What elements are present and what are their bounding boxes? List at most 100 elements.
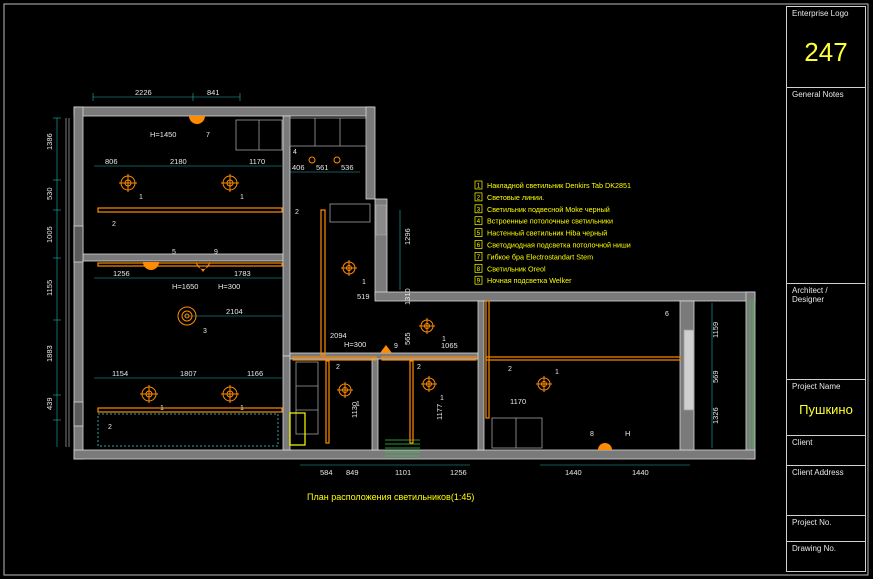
fixture-1 <box>119 174 137 192</box>
drawing-frame <box>3 3 869 576</box>
dim-bottom-3: 1101 <box>395 468 411 477</box>
marker: 8 <box>590 431 594 438</box>
legend-number-box <box>474 216 483 226</box>
client-address-cell: Client Address <box>787 465 865 515</box>
legend-number: 6 <box>477 243 481 249</box>
fixture-1 <box>536 376 552 392</box>
project-name-value: Пушкино <box>799 402 853 417</box>
fixture-1 <box>221 385 239 403</box>
entry-threshold <box>385 439 420 457</box>
window-left-2 <box>73 401 84 427</box>
dim-row1-3: 1170 <box>249 157 265 166</box>
legend-number-box <box>474 180 483 190</box>
dim-row1-1: 806 <box>105 157 118 166</box>
light-lines <box>97 207 681 444</box>
client-label: Client <box>792 438 813 447</box>
marker: 2 <box>336 364 340 371</box>
dim-right-1: 1159 <box>711 322 720 338</box>
balcony-door <box>683 329 695 411</box>
legend-text: Световые линии. <box>487 193 544 202</box>
legend-number: 2 <box>477 195 481 201</box>
marker: 4 <box>293 149 297 156</box>
dim-hall-1: 406 <box>292 163 305 172</box>
fixture-8 <box>598 443 612 450</box>
legend-text: Гибкое бра Electrostandart Stem <box>487 252 593 261</box>
dim-right-3: 1326 <box>711 407 720 424</box>
marker: 1 <box>442 336 446 343</box>
legend-number: 3 <box>477 207 481 213</box>
dim-left-5: 1883 <box>45 345 54 362</box>
marker: 5 <box>172 249 176 256</box>
drawing-caption: План расположения светильников(1:45) <box>307 492 474 502</box>
wall-far-right <box>745 291 756 460</box>
client-cell: Client <box>787 435 865 465</box>
marker: 9 <box>214 249 218 256</box>
marker-labels: 1 1 2 7 5 9 3 4 2 1 9 1 1 1 2 2 1 2 1 2 … <box>108 132 669 438</box>
marker: 1 <box>440 395 444 402</box>
wardrobe-2 <box>289 117 367 147</box>
marker: 7 <box>206 132 210 139</box>
title-block: Enterprise Logo 247 General Notes Archit… <box>786 6 866 572</box>
dim-left-3: 1005 <box>45 226 54 243</box>
legend-number-box <box>474 204 483 214</box>
wall-mid <box>289 352 479 360</box>
drawing-no-cell: Drawing No. <box>787 541 865 573</box>
furniture <box>235 117 695 449</box>
bath-cabinet <box>295 361 319 435</box>
dim-top-2: 841 <box>207 88 220 97</box>
legend-number: 7 <box>477 255 481 261</box>
architect-label: Architect / Designer <box>792 286 828 304</box>
dim-mid-1: 2104 <box>226 307 243 316</box>
dim-bottom-2: 849 <box>346 468 359 477</box>
fixture-3 <box>177 306 197 326</box>
dim-mid-6: 1310 <box>403 288 412 305</box>
marker: 1 <box>139 194 143 201</box>
dim-hall-3: 536 <box>341 163 354 172</box>
walls <box>73 106 756 460</box>
height-1: H=1450 <box>150 130 176 139</box>
cabinet-kitchen <box>491 417 543 449</box>
legend-number-box <box>474 263 483 273</box>
height-4: H=300 <box>344 340 366 349</box>
marker: 9 <box>394 343 398 350</box>
legend-number-box <box>474 240 483 249</box>
height-5: H <box>625 429 630 438</box>
general-notes-cell: General Notes <box>787 87 865 283</box>
dim-left-1: 1386 <box>45 133 54 150</box>
fixture-1 <box>337 382 353 398</box>
dim-bottom-4: 1256 <box>450 468 467 477</box>
legend: 1 Накладной светильник Denkirs Tab DK2851… <box>474 180 631 285</box>
dim-right-2: 569 <box>711 370 720 383</box>
marker: 2 <box>295 209 299 216</box>
legend-number: 5 <box>477 231 481 237</box>
dim-left-4: 1155 <box>45 280 54 296</box>
wall-corridor <box>282 115 291 357</box>
dim-mid-7: 565 <box>403 332 412 345</box>
dim-room-1: 1130 <box>350 402 359 418</box>
marker: 1 <box>362 279 366 286</box>
legend-text: Накладной светильник Denkirs Tab DK2851 <box>487 181 631 190</box>
fixture-1 <box>421 376 437 392</box>
wall-right-wing-top <box>374 291 756 302</box>
fixture-1 <box>140 385 158 403</box>
legend-number: 1 <box>477 184 481 190</box>
towel-rail <box>289 412 306 446</box>
marker: 1 <box>240 194 244 201</box>
fixture-1 <box>341 260 357 276</box>
wall-mid-vertical <box>477 300 485 451</box>
legend-text: Светодиодная подсветка потолочной ниши <box>487 241 631 250</box>
project-no-cell: Project No. <box>787 515 865 541</box>
marker: 2 <box>417 364 421 371</box>
fixture-7 <box>189 116 205 124</box>
architect-cell: Architect / Designer <box>787 283 865 379</box>
project-name-cell: Project Name Пушкино <box>787 379 865 435</box>
wall-top <box>73 106 375 117</box>
logo-label: Enterprise Logo <box>792 9 849 18</box>
dim-row2-2: 1783 <box>234 269 251 278</box>
dim-left-6: 439 <box>45 397 54 410</box>
dim-row3-2: 1807 <box>180 369 197 378</box>
legend-text: Встроенные потолочные светильники <box>487 217 613 226</box>
dim-row3-1: 1154 <box>112 369 128 378</box>
legend-number-box <box>474 275 483 285</box>
window-left-1 <box>73 225 84 263</box>
